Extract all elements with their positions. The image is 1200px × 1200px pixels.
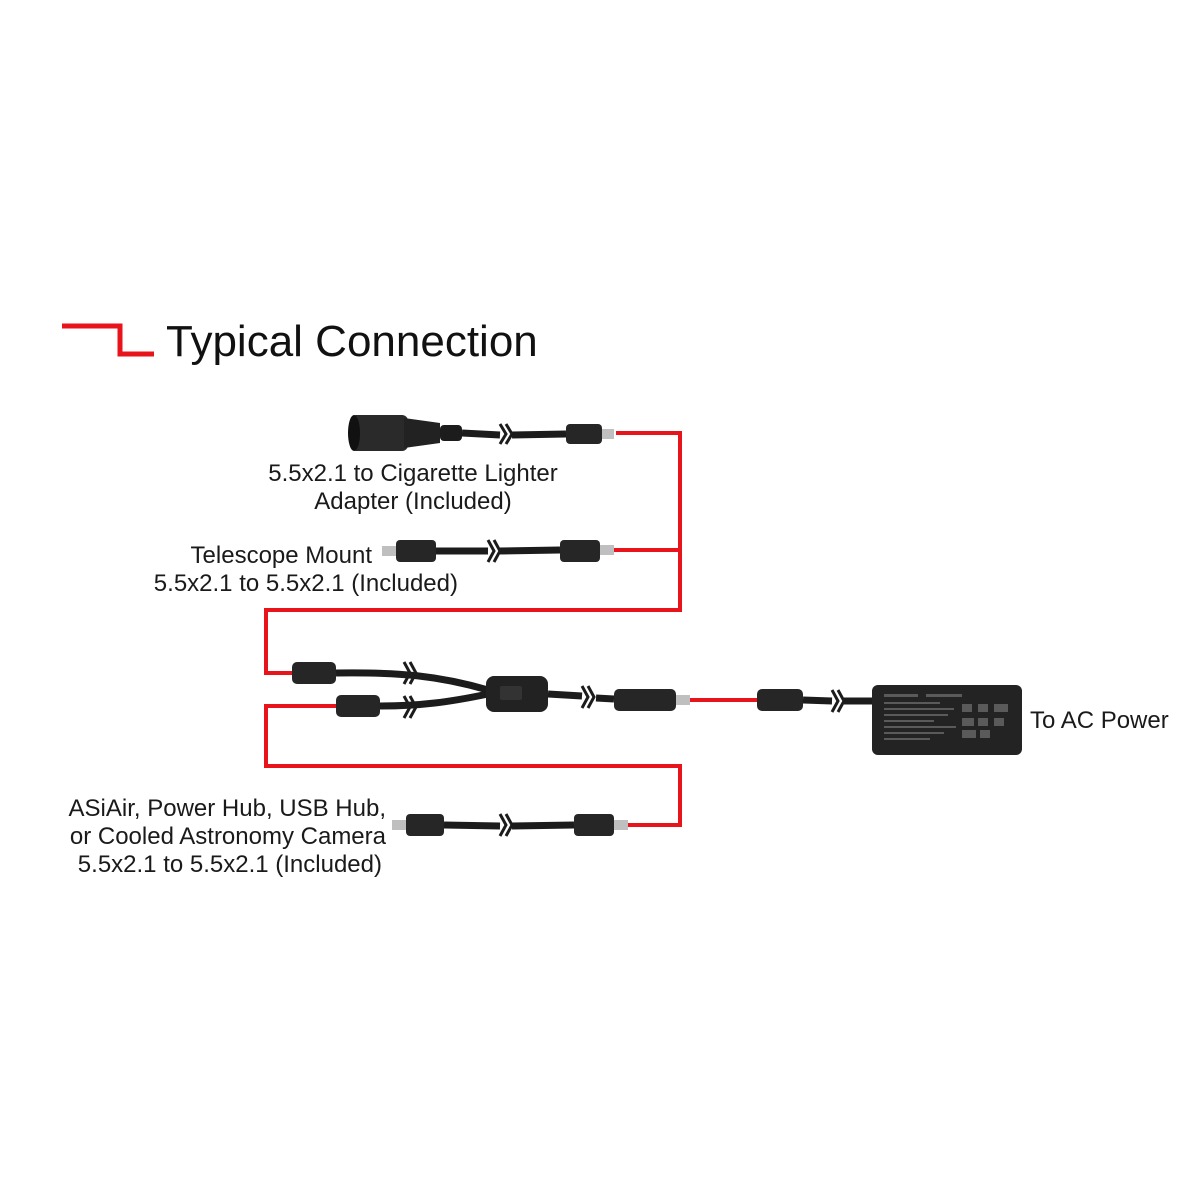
device-cable [392, 813, 628, 837]
wire-cigarette-to-mount-trunk [264, 431, 682, 675]
telescope-mount-cable [382, 539, 614, 563]
telescope-mount-label: Telescope Mount 5.5x2.1 to 5.5x2.1 (Incl… [100, 542, 472, 598]
red-wires [264, 431, 757, 827]
telescope-mount-label-line2: 5.5x2.1 to 5.5x2.1 (Included) [153, 570, 458, 597]
wire-splitter-to-device [264, 704, 682, 827]
adapter-label-print [884, 694, 1008, 740]
ac-power-label: To AC Power [1030, 707, 1169, 734]
devices-label-line2: or Cooled Astronomy Camera [69, 823, 386, 850]
devices-label-line3: 5.5x2.1 to 5.5x2.1 (Included) [77, 851, 382, 878]
y-splitter-cable [292, 661, 690, 719]
cigarette-lighter-adapter-cable [348, 415, 614, 451]
devices-label: ASiAir, Power Hub, USB Hub, or Cooled As… [20, 795, 386, 879]
devices-label-line1: ASiAir, Power Hub, USB Hub, [68, 795, 386, 822]
cigarette-adapter-label-line2: Adapter (Included) [314, 488, 512, 515]
legend-label: Typical Connection [166, 317, 538, 366]
cigarette-adapter-label-line1: 5.5x2.1 to Cigarette Lighter [268, 460, 558, 487]
ac-dc-adapter [757, 685, 1022, 755]
cigarette-adapter-label: 5.5x2.1 to Cigarette Lighter Adapter (In… [232, 460, 594, 516]
legend-wire-symbol [62, 323, 154, 357]
telescope-mount-label-line1: Telescope Mount [190, 542, 372, 569]
